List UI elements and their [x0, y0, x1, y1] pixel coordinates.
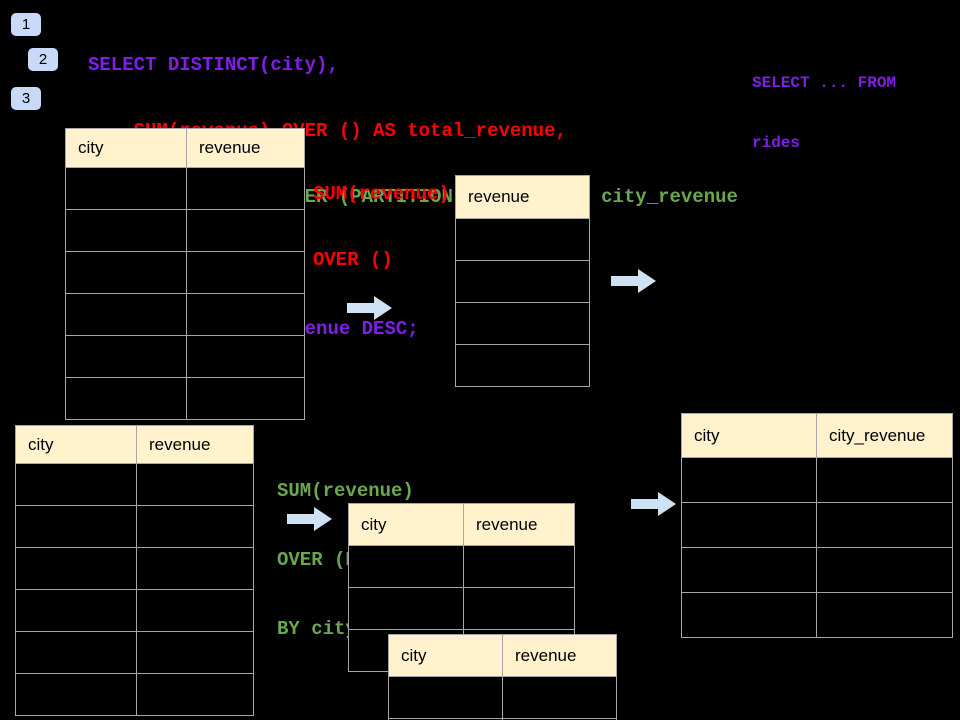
- table-cell: [65, 335, 187, 378]
- flow-arrow-icon: [287, 507, 332, 531]
- table-cell: [136, 505, 254, 548]
- total-revenue-annotation-line2: OVER (): [313, 249, 393, 271]
- column-header-revenue: revenue: [502, 634, 617, 677]
- table-cell: [455, 344, 590, 387]
- table-cell: [463, 587, 575, 630]
- table-row: [65, 209, 305, 252]
- table-cell: [186, 209, 305, 252]
- table-cell: [136, 589, 254, 632]
- partition-annotation-line1: SUM(revenue): [277, 480, 414, 502]
- table-result: city city_revenue: [681, 413, 953, 638]
- table-row: [15, 631, 254, 674]
- table-cell: [65, 293, 187, 336]
- table-row: [455, 344, 590, 387]
- column-header-city: city: [15, 425, 137, 464]
- table-cell: [15, 505, 137, 548]
- table-row: [65, 377, 305, 420]
- table-row: [348, 587, 575, 630]
- column-header-city: city: [348, 503, 464, 546]
- table-cell: [15, 589, 137, 632]
- table-cell: [186, 335, 305, 378]
- step-badge-1: 1: [11, 13, 41, 36]
- table-row: [388, 718, 617, 720]
- table-cell: [65, 377, 187, 420]
- table-row: [681, 547, 953, 593]
- table-cell: [681, 592, 817, 638]
- flow-arrow-icon: [631, 492, 676, 516]
- column-header-city: city: [65, 128, 187, 168]
- table-cell: [816, 457, 953, 503]
- column-header-revenue: revenue: [186, 128, 305, 168]
- table-row: [681, 592, 953, 638]
- corner-note-line1: SELECT ... FROM: [752, 74, 897, 92]
- table-cell: [136, 547, 254, 590]
- table-cell: [502, 718, 617, 720]
- column-header-city: city: [681, 413, 817, 458]
- step-badge-3: 3: [11, 87, 41, 110]
- table-row: [65, 167, 305, 210]
- table-row: [15, 505, 254, 548]
- table-cell: [136, 631, 254, 674]
- table-cell: [15, 631, 137, 674]
- table-row: [348, 545, 575, 588]
- table-cell: [65, 251, 187, 294]
- table-row: [455, 218, 590, 261]
- table-cell: [455, 260, 590, 303]
- table-row: [15, 547, 254, 590]
- step-badge-2: 2: [28, 48, 58, 71]
- table-cell: [348, 587, 464, 630]
- table-cell: [136, 673, 254, 716]
- table-cell: [348, 545, 464, 588]
- table-cell: [455, 302, 590, 345]
- table-cell: [681, 457, 817, 503]
- table-source-top: city revenue: [65, 128, 305, 420]
- table-cell: [136, 463, 254, 506]
- table-row: [388, 676, 617, 719]
- table-row: [15, 673, 254, 716]
- column-header-revenue: revenue: [455, 175, 590, 219]
- total-revenue-annotation: SUM(revenue) OVER (): [313, 139, 450, 315]
- table-cell: [463, 545, 575, 588]
- table-row: [15, 463, 254, 506]
- table-cell: [502, 676, 617, 719]
- table-cell: [186, 293, 305, 336]
- table-cell: [186, 251, 305, 294]
- table-source-bottom: city revenue: [15, 425, 254, 716]
- table-cell: [15, 673, 137, 716]
- table-cell: [681, 502, 817, 548]
- table-revenue-only: revenue: [455, 175, 590, 387]
- column-header-revenue: revenue: [463, 503, 575, 546]
- table-cell: [186, 377, 305, 420]
- table-cell: [816, 592, 953, 638]
- table-cell: [15, 547, 137, 590]
- total-revenue-annotation-line1: SUM(revenue): [313, 183, 450, 205]
- table-row: [455, 302, 590, 345]
- table-row: [681, 457, 953, 503]
- table-cell: [186, 167, 305, 210]
- corner-note-line2: rides: [752, 134, 801, 152]
- table-cell: [15, 463, 137, 506]
- sql-line-select: SELECT DISTINCT(city),: [88, 54, 339, 76]
- table-cell: [388, 676, 503, 719]
- table-cell: [65, 209, 187, 252]
- table-cell: [816, 547, 953, 593]
- table-row: [15, 589, 254, 632]
- table-cell: [816, 502, 953, 548]
- table-partitioned-overlay: city revenue: [388, 634, 617, 720]
- table-cell: [65, 167, 187, 210]
- table-row: [65, 293, 305, 336]
- column-header-city-revenue: city_revenue: [816, 413, 953, 458]
- table-row: [455, 260, 590, 303]
- corner-note: SELECT ... FROM rides: [752, 33, 896, 193]
- table-row: [65, 335, 305, 378]
- column-header-city: city: [388, 634, 503, 677]
- table-row: [65, 251, 305, 294]
- column-header-revenue: revenue: [136, 425, 254, 464]
- flow-arrow-icon: [611, 269, 656, 293]
- table-cell: [681, 547, 817, 593]
- table-cell: [455, 218, 590, 261]
- flow-arrow-icon: [347, 296, 392, 320]
- table-row: [681, 502, 953, 548]
